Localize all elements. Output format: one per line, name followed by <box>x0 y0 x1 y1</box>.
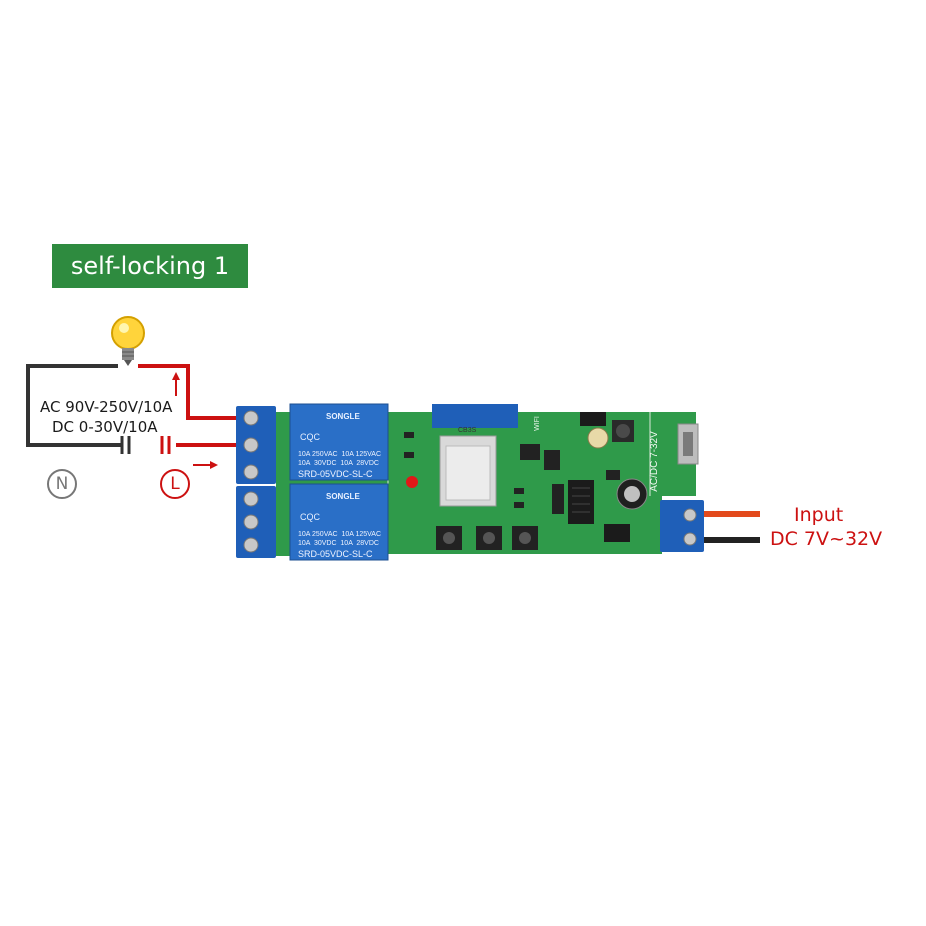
wifi-antenna <box>432 404 518 428</box>
board-components <box>404 412 630 542</box>
relay2-model: SRD-05VDC-SL-C <box>298 549 373 559</box>
wifi-module <box>439 435 497 507</box>
relay1-rating2: 10A 30VDC 10A 28VDC <box>298 460 379 467</box>
relay1-model: SRD-05VDC-SL-C <box>298 469 373 479</box>
push-button-1 <box>436 526 462 550</box>
mode-badge: self-locking 1 <box>52 244 248 288</box>
push-button-2 <box>476 526 502 550</box>
input-voltage-label: DC 7V~32V <box>770 528 883 550</box>
push-button-3 <box>512 526 538 550</box>
capacitor-large <box>616 478 648 510</box>
relay1-brand: SONGLE <box>326 412 360 421</box>
usb-port <box>677 423 699 465</box>
relay2-rating1: 10A 250VAC 10A 125VAC <box>298 531 382 538</box>
relay2-terminal-block <box>236 486 276 558</box>
module-label: CB3S <box>458 427 477 434</box>
dc-rating-label: DC 0-30V/10A <box>52 418 158 436</box>
relay1-terminal-block <box>236 406 276 484</box>
line-symbol: L <box>160 469 190 499</box>
capacitor-small <box>587 427 609 449</box>
power-wires <box>704 511 760 543</box>
input-label: Input <box>794 504 844 526</box>
neutral-symbol: N <box>47 469 77 499</box>
supply-label: AC/DC 7-32V <box>648 431 660 492</box>
wifi-label: WIFI <box>533 416 541 431</box>
inductor <box>612 420 634 442</box>
relay-2 <box>289 483 389 561</box>
relay1-logos: CQC <box>300 432 320 442</box>
ac-rating-label: AC 90V-250V/10A <box>40 398 173 416</box>
neutral-wire <box>26 364 131 454</box>
power-terminal-block <box>660 500 704 552</box>
relay2-brand: SONGLE <box>326 492 360 501</box>
current-arrow-up <box>172 372 180 396</box>
relay2-rating2: 10A 30VDC 10A 28VDC <box>298 540 379 547</box>
live-wire <box>138 364 240 454</box>
relay1-rating1: 10A 250VAC 10A 125VAC <box>298 451 382 458</box>
relay2-logos: CQC <box>300 512 320 522</box>
current-arrow-right <box>193 461 218 469</box>
light-bulb-icon <box>111 316 145 366</box>
status-led <box>406 476 418 488</box>
relay-1 <box>289 403 389 481</box>
